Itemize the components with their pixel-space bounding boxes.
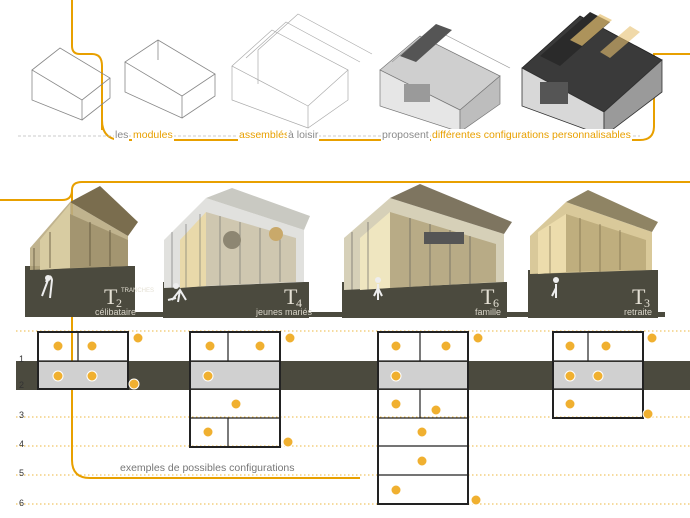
top-connector-line [71,0,103,130]
typology-t6-letter: T [481,284,495,309]
render-base-strip [25,312,665,317]
row-number-2: 2 [19,380,25,390]
caption-assembles: assemblés [238,129,291,142]
render-base-4 [528,270,658,318]
module-sketch-4 [379,24,511,133]
left-frame-line [71,190,360,479]
row-number-1: 1 [19,354,25,364]
typology-t6-number: 6 [493,296,499,310]
module-sketch-5 [521,12,663,137]
bottom-caption: exemples de possibles configurations [120,462,295,474]
typology-t2-number: 2 [116,296,122,310]
caption-a-loisir: à loisir [287,129,320,142]
typology-t2-letter: T [104,284,118,309]
room-markers [52,332,658,506]
row-number-3: 3 [19,410,25,420]
module-sketch-3 [231,13,373,129]
row-number-4: 4 [19,439,25,449]
module-sketch-1 [31,47,111,121]
caption-proposent: proposent [381,129,430,142]
caption-configurations: différentes configurations personnalisab… [431,129,632,142]
caption-modules: modules [132,129,174,142]
typology-t2-note: TRANCHES [121,288,155,294]
typology-t3-label: retraite [624,307,653,317]
render-t6 [344,184,512,300]
top-frame-line [101,53,690,141]
row-number-5: 5 [19,468,25,478]
typology-t3-number: 3 [644,296,650,310]
typology-t4-number: 4 [296,296,302,310]
typology-t3-letter: T [632,284,646,309]
row-number-6: 6 [19,498,25,508]
render-t4 [164,188,310,303]
module-sketch-2 [124,39,216,119]
typology-t4-letter: T [284,284,298,309]
typology-t2-label: célibataire [95,307,137,317]
plan-partitions [38,332,643,476]
caption-les: les [114,129,130,142]
typology-t4-label: jeunes mariés [256,307,313,317]
render-t3 [530,190,658,298]
render-t2 [30,186,138,299]
typology-t6-label: famille [475,307,502,317]
